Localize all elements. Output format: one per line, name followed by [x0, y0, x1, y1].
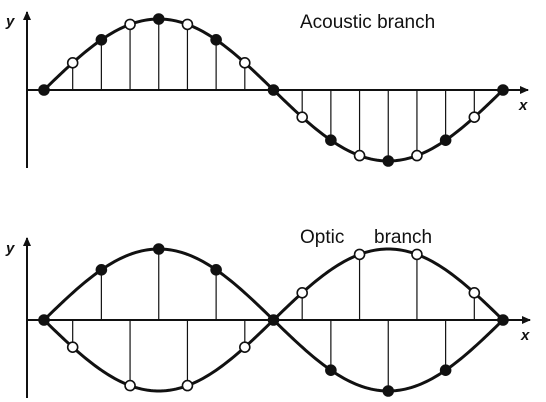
- optic-atom-hollow: [411, 248, 423, 261]
- acoustic-atom-filled: [95, 33, 108, 46]
- acoustic-atom-hollow: [468, 111, 481, 123]
- acoustic-atom-hollow: [124, 18, 136, 31]
- optic-atom-filled: [325, 364, 337, 377]
- optic-atom-filled: [38, 314, 50, 326]
- optic-atom-hollow: [124, 379, 136, 392]
- acoustic-atoms: [38, 13, 509, 167]
- acoustic-y-axis-label: y: [5, 13, 15, 30]
- acoustic-displacement-lines: [72, 19, 475, 161]
- acoustic-atom-filled: [497, 84, 509, 96]
- optic-atom-filled: [497, 314, 509, 326]
- acoustic-atom-filled: [210, 33, 222, 46]
- optic-atoms: [38, 243, 509, 397]
- acoustic-atom-filled: [152, 13, 165, 25]
- optic-atom-hollow: [239, 341, 251, 353]
- acoustic-atom-filled: [38, 84, 50, 96]
- acoustic-atom-filled: [382, 155, 395, 167]
- optic-atom-filled: [439, 364, 452, 377]
- optic-atom-hollow: [181, 379, 194, 392]
- optic-title-optic: Optic: [300, 227, 344, 248]
- acoustic-atom-hollow: [181, 18, 194, 31]
- optic-y-axis-label: y: [5, 240, 15, 257]
- acoustic-atom-hollow: [353, 149, 366, 162]
- optic-atom-filled: [210, 263, 222, 276]
- acoustic-panel: y x Acoustic branch: [5, 11, 529, 168]
- acoustic-atom-filled: [439, 134, 452, 147]
- optic-atom-filled: [267, 314, 280, 326]
- acoustic-atom-hollow: [66, 57, 79, 69]
- optic-panel: y x Optic branch: [5, 227, 531, 398]
- optic-atom-filled: [95, 263, 108, 276]
- optic-atom-hollow: [468, 287, 481, 299]
- optic-atom-hollow: [353, 248, 366, 261]
- optic-atom-filled: [152, 243, 165, 255]
- acoustic-title: Acoustic branch: [300, 12, 435, 33]
- acoustic-atom-hollow: [296, 111, 308, 123]
- acoustic-atom-filled: [325, 134, 337, 147]
- acoustic-atom-filled: [267, 84, 280, 96]
- acoustic-x-axis-label: x: [518, 97, 528, 114]
- optic-atom-hollow: [66, 341, 79, 353]
- optic-title-branch: branch: [374, 227, 432, 248]
- acoustic-atom-hollow: [239, 57, 251, 69]
- acoustic-atom-hollow: [411, 149, 423, 162]
- optic-x-axis-label: x: [520, 327, 530, 344]
- optic-atom-hollow: [296, 287, 308, 299]
- optic-atom-filled: [382, 385, 395, 397]
